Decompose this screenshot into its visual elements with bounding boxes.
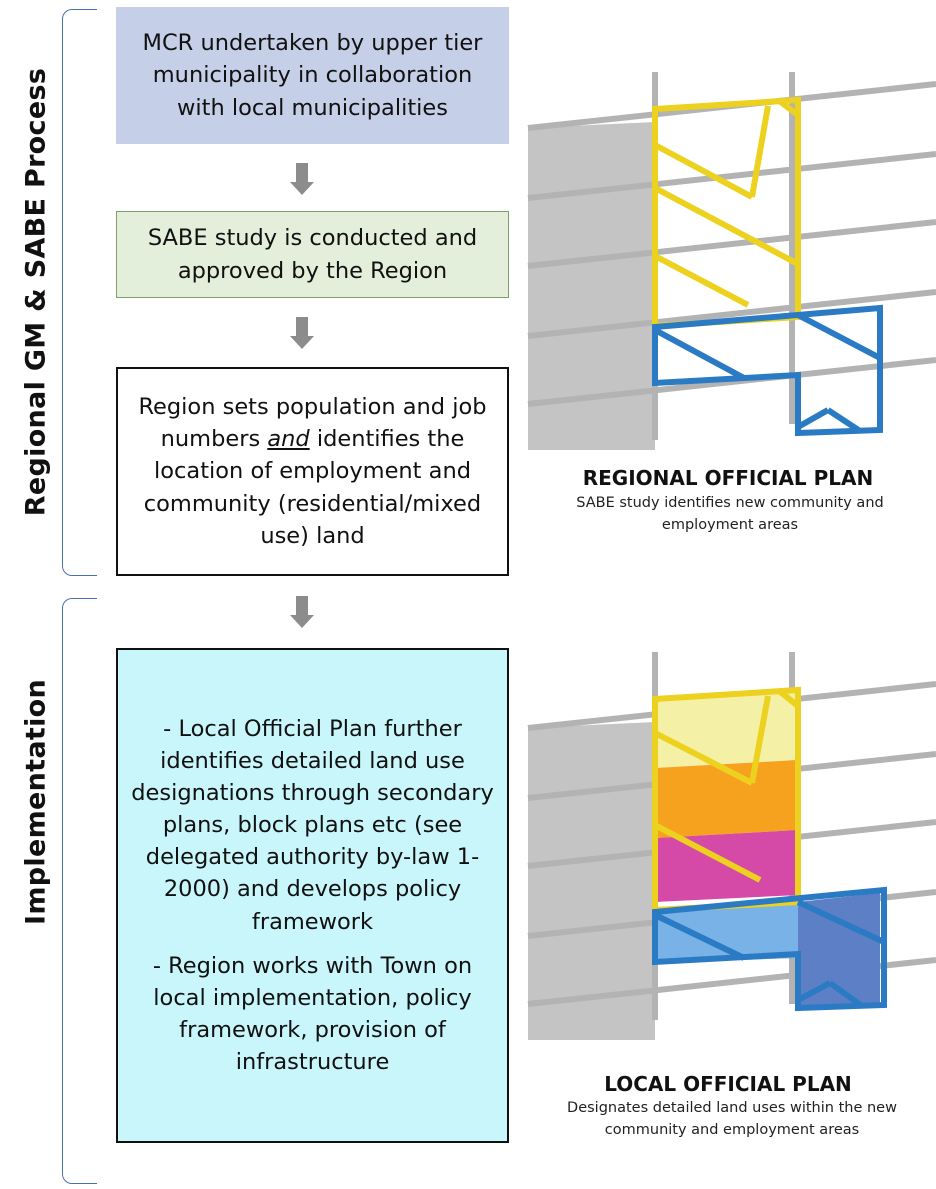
sabe-study-box: SABE study is conducted and approved by … (116, 211, 509, 298)
regional-process-label: Regional GM & SABE Process (20, 67, 52, 517)
implementation-bracket (62, 598, 97, 1184)
down-arrow-icon (290, 596, 314, 628)
regional-plan-title: REGIONAL OFFICIAL PLAN (582, 466, 874, 490)
pale-yellow-landuse (655, 692, 798, 768)
dark-blue-landuse (798, 893, 880, 1008)
local-plan-title: LOCAL OFFICIAL PLAN (604, 1072, 852, 1096)
region-sets-and: and (267, 426, 310, 453)
magenta-landuse (655, 830, 798, 902)
local-official-plan-box: - Local Official Plan further identifies… (116, 648, 509, 1143)
down-arrow-icon (290, 317, 314, 349)
gray-background-block (528, 722, 655, 1040)
employment-area (652, 886, 887, 1012)
local-plan-map (527, 652, 936, 1040)
region-sets-part2: identifies the location of employment an… (143, 426, 482, 549)
community-area (652, 96, 801, 330)
implementation-label: Implementation (20, 678, 52, 926)
mcr-box: MCR undertaken by upper tier municipalit… (116, 7, 509, 144)
mcr-text: MCR undertaken by upper tier municipalit… (142, 30, 483, 121)
local-plan-paragraph-2: - Region works with Town on local implem… (152, 952, 473, 1076)
orange-landuse (655, 760, 798, 838)
regional-plan-subtitle: SABE study identifies new community and … (576, 495, 884, 534)
gray-background-block (528, 122, 655, 450)
regional-bracket (62, 9, 97, 576)
down-arrow-icon (290, 163, 314, 195)
light-blue-landuse (655, 902, 798, 963)
sabe-study-text: SABE study is conducted and approved by … (147, 225, 478, 284)
local-plan-paragraph-1: - Local Official Plan further identifies… (131, 715, 494, 935)
region-sets-box: Region sets population and job numbers a… (116, 367, 509, 576)
regional-plan-map (527, 72, 936, 450)
employment-area (652, 304, 883, 437)
region-sets-part1: Region sets population and job numbers (138, 394, 487, 453)
local-plan-subtitle: Designates detailed land uses within the… (567, 1100, 897, 1139)
region-sets-text: Region sets population and job numbers a… (128, 391, 497, 552)
